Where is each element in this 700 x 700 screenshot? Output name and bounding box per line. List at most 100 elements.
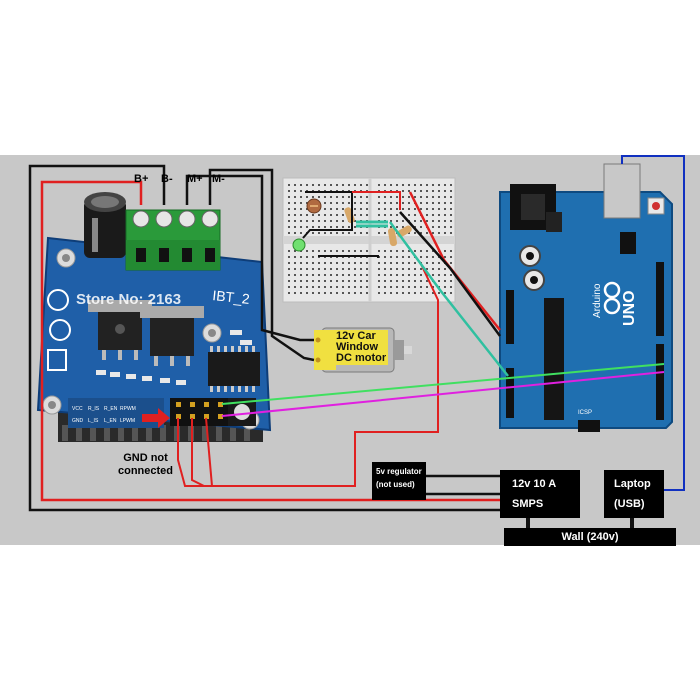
breadboard-hole xyxy=(402,184,404,186)
wire-blue-usb xyxy=(621,155,685,491)
breadboard-hole xyxy=(342,268,344,270)
wire-m-plus xyxy=(185,174,314,342)
regulator-line1: 5v regulator xyxy=(376,467,422,476)
header-bottom-label-0: GND xyxy=(72,418,84,424)
breadboard-hole xyxy=(360,280,362,282)
breadboard-hole xyxy=(432,214,434,216)
breadboard-hole xyxy=(348,226,350,228)
breadboard-hole xyxy=(366,268,368,270)
breadboard-hole xyxy=(300,232,302,234)
breadboard-hole xyxy=(444,268,446,270)
breadboard-hole xyxy=(288,208,290,210)
breadboard-hole xyxy=(366,232,368,234)
header-bottom-label-1: L_IS xyxy=(88,418,99,424)
breadboard-hole xyxy=(444,280,446,282)
breadboard-hole xyxy=(306,214,308,216)
breadboard-hole xyxy=(360,232,362,234)
breadboard-hole xyxy=(396,208,398,210)
breadboard-hole xyxy=(288,256,290,258)
breadboard-hole xyxy=(318,220,320,222)
arduino-brand-label: Arduino xyxy=(592,283,603,318)
breadboard-hole xyxy=(336,292,338,294)
breadboard-hole xyxy=(444,208,446,210)
breadboard-hole xyxy=(402,226,404,228)
breadboard-hole xyxy=(294,286,296,288)
breadboard-hole xyxy=(312,226,314,228)
breadboard-hole xyxy=(414,184,416,186)
breadboard-hole xyxy=(420,196,422,198)
breadboard-hole xyxy=(354,286,356,288)
breadboard-hole xyxy=(366,202,368,204)
breadboard-hole xyxy=(444,232,446,234)
breadboard-hole xyxy=(378,262,380,264)
driver-logic-chip xyxy=(208,346,260,392)
breadboard-hole xyxy=(414,280,416,282)
breadboard-hole xyxy=(330,220,332,222)
breadboard-hole xyxy=(444,214,446,216)
breadboard-hole xyxy=(420,232,422,234)
driver-mosfet-right xyxy=(140,306,204,366)
breadboard-hole xyxy=(432,184,434,186)
breadboard-hole xyxy=(294,232,296,234)
breadboard-hole xyxy=(378,250,380,252)
breadboard-hole xyxy=(426,280,428,282)
certification-marks xyxy=(47,289,71,371)
breadboard-hole xyxy=(354,250,356,252)
breadboard-hole xyxy=(402,190,404,192)
breadboard-hole xyxy=(390,214,392,216)
breadboard-hole xyxy=(312,280,314,282)
header-top-label-1: R_IS xyxy=(88,406,100,412)
breadboard-hole xyxy=(312,250,314,252)
breadboard-hole xyxy=(288,262,290,264)
breadboard-hole xyxy=(420,184,422,186)
breadboard-hole xyxy=(300,280,302,282)
breadboard-hole xyxy=(426,286,428,288)
breadboard-hole xyxy=(318,280,320,282)
breadboard-hole xyxy=(450,226,452,228)
breadboard-hole xyxy=(450,184,452,186)
breadboard-hole xyxy=(366,274,368,276)
breadboard-hole xyxy=(396,184,398,186)
breadboard-hole xyxy=(306,286,308,288)
breadboard-hole xyxy=(408,274,410,276)
breadboard-hole xyxy=(420,250,422,252)
breadboard-hole xyxy=(330,262,332,264)
breadboard-hole xyxy=(348,292,350,294)
breadboard-hole xyxy=(330,226,332,228)
breadboard-hole xyxy=(390,256,392,258)
breadboard-hole xyxy=(324,202,326,204)
terminal-label-m-minus: M- xyxy=(212,173,225,185)
breadboard-hole xyxy=(426,184,428,186)
breadboard-hole xyxy=(366,250,368,252)
breadboard-hole xyxy=(402,208,404,210)
breadboard-hole xyxy=(414,250,416,252)
arduino-power-header xyxy=(506,290,514,344)
breadboard-hole xyxy=(312,286,314,288)
breadboard-hole xyxy=(336,220,338,222)
breadboard-hole xyxy=(408,202,410,204)
breadboard-hole xyxy=(306,202,308,204)
breadboard-hole xyxy=(336,286,338,288)
breadboard-hole xyxy=(444,256,446,258)
breadboard-hole xyxy=(324,226,326,228)
breadboard-hole xyxy=(330,280,332,282)
breadboard-hole xyxy=(450,208,452,210)
breadboard-hole xyxy=(408,214,410,216)
breadboard-hole xyxy=(354,268,356,270)
breadboard-hole xyxy=(312,214,314,216)
breadboard-hole xyxy=(414,286,416,288)
breadboard-hole xyxy=(408,232,410,234)
breadboard-hole xyxy=(294,208,296,210)
breadboard-hole xyxy=(324,232,326,234)
breadboard-hole xyxy=(336,268,338,270)
breadboard-hole xyxy=(360,196,362,198)
module-name-label: IBT_2 xyxy=(212,287,251,307)
wire-teal-analog xyxy=(388,221,509,377)
breadboard-hole xyxy=(384,256,386,258)
breadboard-hole xyxy=(366,184,368,186)
laptop-line1: Laptop xyxy=(614,478,651,490)
screw-terminal-block xyxy=(125,209,221,271)
wire-m-minus xyxy=(208,168,315,362)
breadboard-hole xyxy=(414,262,416,264)
